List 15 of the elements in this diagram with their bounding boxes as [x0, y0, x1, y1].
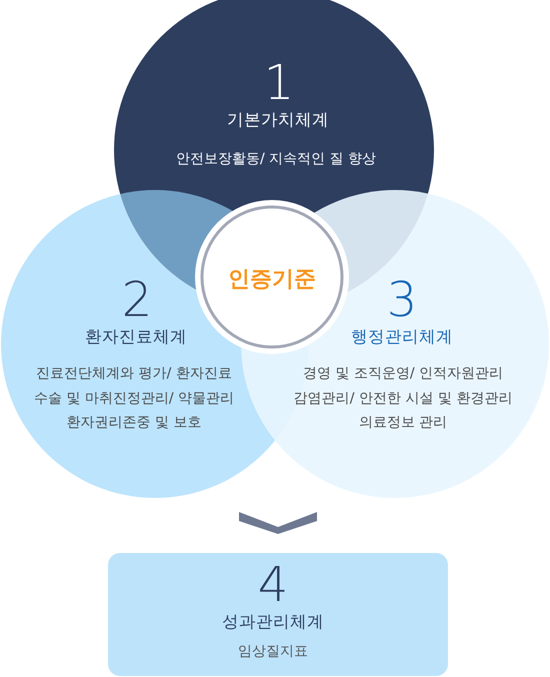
heading: 기본가치체계: [227, 110, 329, 130]
heading: 인증기준: [228, 266, 316, 294]
heading: 환자진료체계: [85, 327, 187, 347]
heading: 행정관리체계: [351, 327, 453, 347]
step-number: 1: [264, 59, 294, 107]
step-number: 4: [258, 561, 288, 609]
chevron-arrow: [239, 512, 317, 534]
rounded-box: [108, 553, 448, 676]
step-number: 2: [122, 276, 152, 324]
body-text: 경영 및 조직운영/ 인적자원관리 감염관리/ 안전한 시설 및 환경관리 의료정보 관리: [292, 364, 514, 432]
body-text: 안전보장활동/ 지속적인 질 향상: [174, 150, 378, 169]
step-number: 3: [386, 276, 418, 324]
body-text: 임상질지표: [238, 643, 308, 660]
body-text: 진료전단체계와 평가/ 환자진료 수술 및 마취진정관리/ 약물관리 환자권리존중 및 보호: [32, 364, 236, 432]
heading: 성과관리체계: [222, 612, 324, 632]
